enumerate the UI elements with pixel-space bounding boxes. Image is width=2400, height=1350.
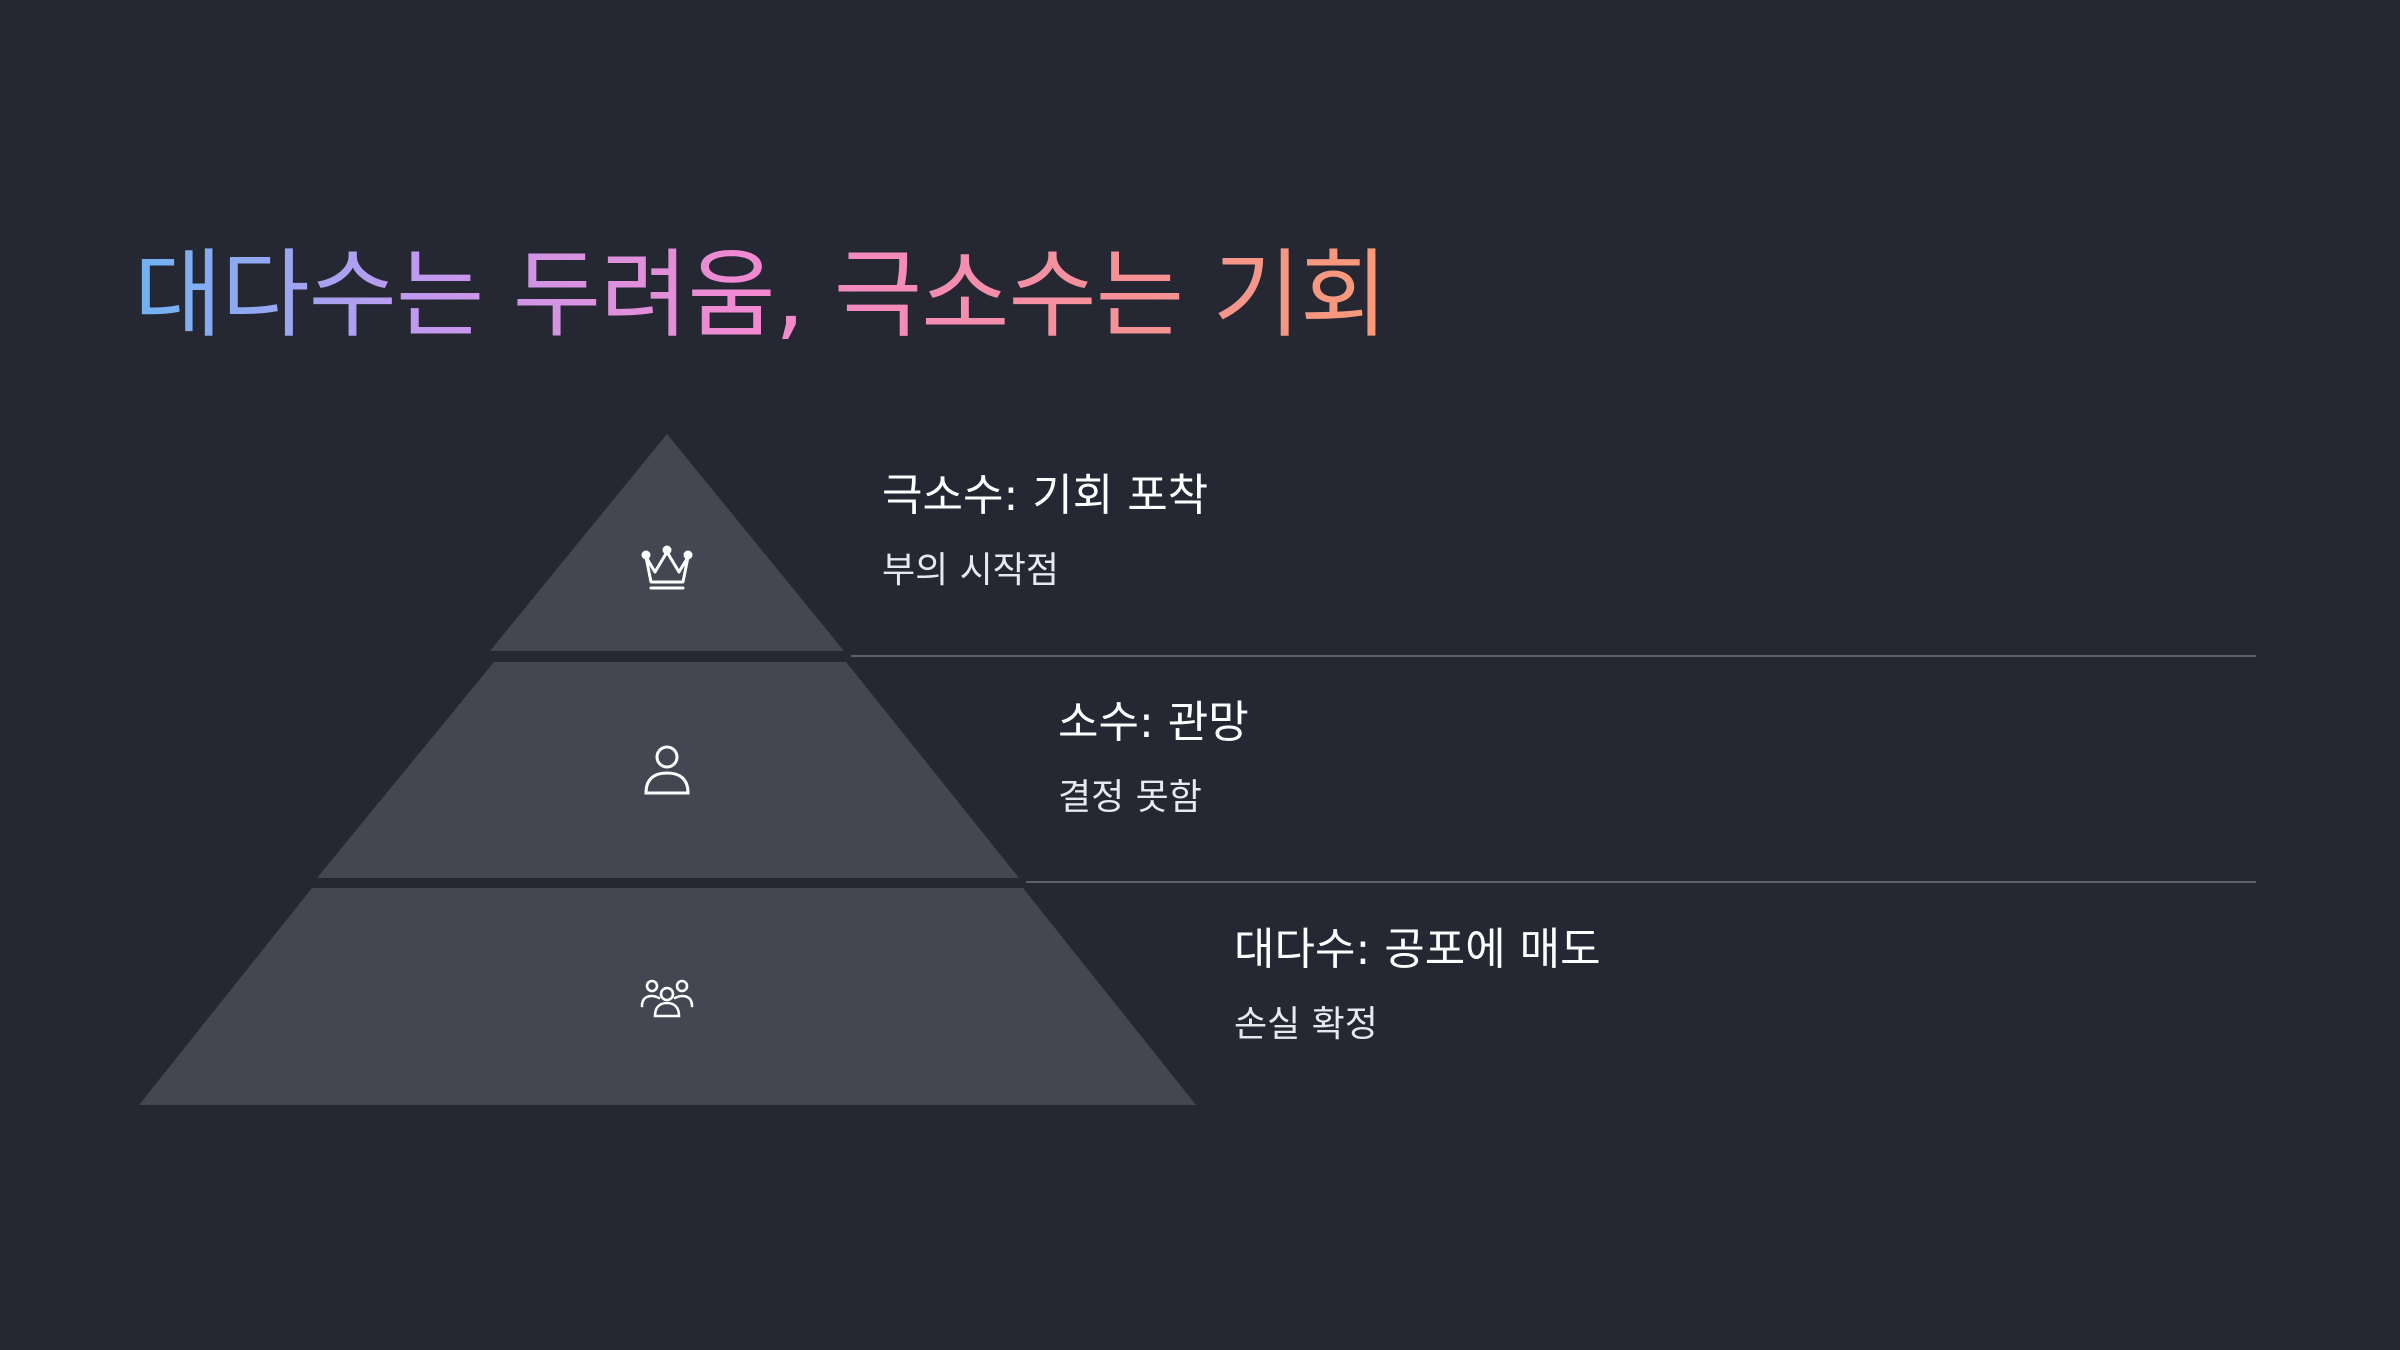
tier-top-text: 극소수: 기회 포착 부의 시작점 [882,470,1208,592]
tier-bottom-title: 대다수: 공포에 매도 [1234,924,1601,975]
tier-middle-subtitle: 결정 못함 [1058,776,1202,818]
tier-bottom-text: 대다수: 공포에 매도 손실 확정 [1234,924,1601,1046]
slide-title: 대다수는 두려움, 극소수는 기회 [134,238,1388,353]
pyramid-tier-bottom [139,888,1196,1105]
tier-top-subtitle: 부의 시작점 [882,549,1060,591]
crown-icon [637,538,697,598]
person-icon [637,738,697,798]
pyramid-tier-middle [317,662,1019,878]
tier-middle-title: 소수: 관망 [1058,697,1249,748]
divider-line [851,655,2256,657]
tier-top-title: 극소수: 기회 포착 [882,470,1209,521]
tier-middle-text: 소수: 관망 결정 못함 [1058,697,1249,819]
divider-line [1026,881,2256,883]
group-icon [637,968,697,1028]
tier-bottom-subtitle: 손실 확정 [1234,1003,1378,1045]
pyramid-tier-top [490,434,844,651]
